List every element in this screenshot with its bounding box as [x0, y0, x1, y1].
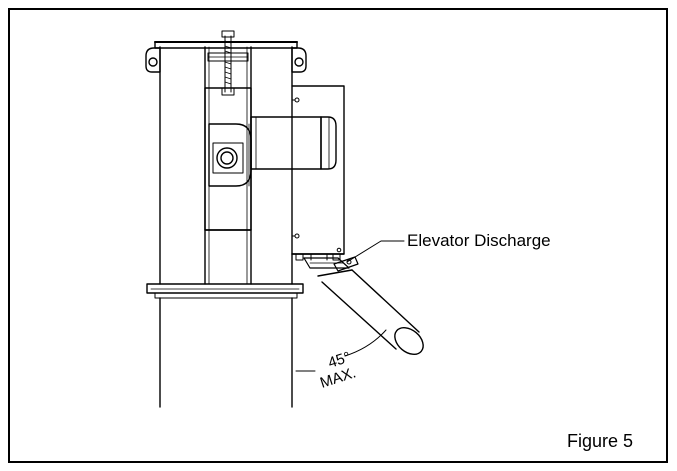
top-cap [154, 41, 298, 62]
elevator-discharge-label: Elevator Discharge [407, 231, 551, 250]
figure-frame [8, 8, 668, 463]
discharge-housing [291, 85, 345, 261]
lifting-lug-left [145, 47, 161, 73]
base-flange [146, 283, 304, 299]
lower-column [159, 297, 293, 408]
lifting-lug-right [291, 47, 307, 73]
drive-motor [250, 116, 337, 170]
take-up-screw [221, 30, 235, 96]
angle-qualifier: MAX. [318, 364, 358, 392]
callout-leader [346, 240, 405, 263]
discharge-spout [303, 256, 424, 355]
head-pulley [208, 123, 252, 187]
angle-arc [295, 329, 387, 372]
angle-value: 45° [326, 349, 353, 372]
figure-number: Figure 5 [567, 431, 634, 451]
